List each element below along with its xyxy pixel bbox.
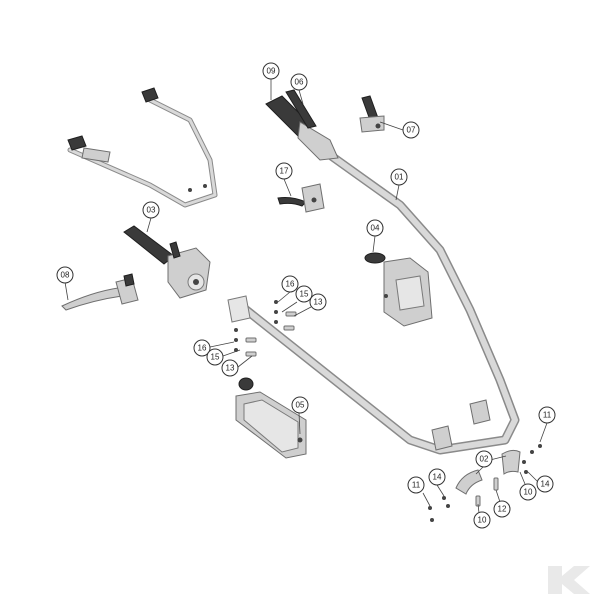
callout-13-lower: 13	[221, 359, 239, 377]
callout-03: 03	[142, 201, 160, 219]
callout-label: 11	[543, 411, 552, 420]
callout-16-lower: 16	[193, 339, 211, 357]
leader-lines	[64, 79, 548, 514]
bracket-05	[235, 377, 307, 459]
handlebar-frame	[227, 150, 520, 455]
callout-10-right: 10	[519, 483, 537, 501]
callout-label: 14	[541, 480, 550, 489]
callout-13-upper: 13	[309, 293, 327, 311]
callout-label: 08	[61, 271, 70, 280]
callout-14-left: 14	[428, 468, 446, 486]
lever-bracket-07	[359, 95, 385, 133]
callout-16-upper: 16	[281, 275, 299, 293]
callout-label: 17	[280, 167, 289, 176]
callout-label: 16	[286, 280, 295, 289]
callout-label: 09	[267, 67, 276, 76]
callout-label: 13	[314, 298, 323, 307]
callout-01: 01	[390, 168, 408, 186]
callout-07: 07	[402, 121, 420, 139]
callout-label: 15	[211, 353, 220, 362]
callout-14-right: 14	[536, 475, 554, 493]
callout-label: 14	[433, 473, 442, 482]
callout-label: 12	[498, 505, 507, 514]
lever-08	[61, 273, 139, 311]
arc-plates-02	[428, 444, 542, 522]
callout-08: 08	[56, 266, 74, 284]
callout-11-right: 11	[538, 406, 556, 424]
callout-label: 13	[226, 364, 235, 373]
callout-11-left: 11	[407, 476, 425, 494]
trigger-clamp-17	[277, 183, 325, 213]
callout-label: 11	[412, 481, 421, 490]
fasteners-left	[234, 300, 297, 357]
bracket-04	[364, 252, 433, 327]
callout-label: 03	[147, 206, 156, 215]
callout-label: 04	[371, 224, 380, 233]
assembled-handlebar-thumbnail	[67, 87, 218, 208]
callout-label: 16	[198, 344, 207, 353]
callout-02: 02	[475, 450, 493, 468]
callout-label: 06	[295, 78, 304, 87]
callout-05: 05	[291, 396, 309, 414]
callout-15-upper: 15	[295, 285, 313, 303]
handle-grip-assembly	[265, 89, 339, 161]
callout-label: 15	[300, 290, 309, 299]
callouts: 09 06 07 01 03 17 04 08 16 15 13 16 15 1…	[56, 62, 556, 529]
callout-label: 05	[296, 401, 305, 410]
callout-06: 06	[290, 73, 308, 91]
callout-label: 01	[395, 173, 404, 182]
callout-label: 02	[480, 455, 489, 464]
callout-04: 04	[366, 219, 384, 237]
k-brand-logo-icon	[548, 566, 590, 594]
callout-10-left: 10	[473, 511, 491, 529]
control-box-03	[123, 225, 211, 299]
callout-09: 09	[262, 62, 280, 80]
callout-12: 12	[493, 500, 511, 518]
callout-17: 17	[275, 162, 293, 180]
callout-15-lower: 15	[206, 348, 224, 366]
callout-label: 07	[407, 126, 416, 135]
callout-label: 10	[478, 516, 487, 525]
callout-label: 10	[524, 488, 533, 497]
